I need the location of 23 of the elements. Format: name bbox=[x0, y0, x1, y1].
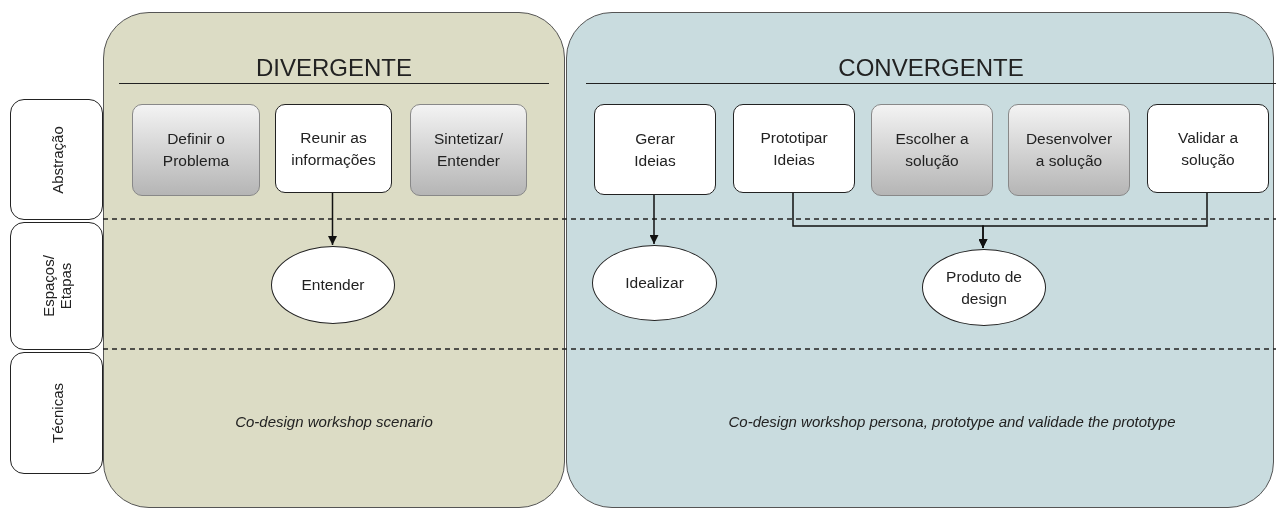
phase-heading: DIVERGENTE bbox=[119, 53, 549, 84]
phase-panel bbox=[566, 12, 1274, 508]
process-box: Escolher a solução bbox=[871, 104, 993, 196]
arrow bbox=[328, 191, 337, 246]
process-box: Prototipar Ideias bbox=[733, 104, 855, 193]
lane-label: Técnicas bbox=[10, 352, 103, 474]
stage-ellipse: Produto de design bbox=[922, 249, 1046, 326]
stage-ellipse: Entender bbox=[271, 246, 395, 324]
process-box: Sintetizar/ Entender bbox=[410, 104, 527, 196]
process-box: Desenvolver a solução bbox=[1008, 104, 1130, 196]
stage-ellipse: Idealizar bbox=[592, 245, 717, 321]
lane-label: Abstração bbox=[10, 99, 103, 220]
process-box: Definir o Problema bbox=[132, 104, 260, 196]
lane-label: Espaços/ Etapas bbox=[10, 222, 103, 350]
process-box: Reunir as informações bbox=[275, 104, 392, 193]
arrow bbox=[649, 193, 659, 245]
phase-heading: CONVERGENTE bbox=[586, 53, 1276, 84]
process-box: Gerar Ideias bbox=[594, 104, 716, 195]
technique-note: Co-design workshop scenario bbox=[234, 413, 434, 430]
process-box: Validar a solução bbox=[1147, 104, 1269, 193]
arrow bbox=[978, 191, 1208, 249]
technique-note: Co-design workshop persona, prototype and validade the prototype bbox=[727, 413, 1177, 430]
phase-panel bbox=[103, 12, 565, 508]
